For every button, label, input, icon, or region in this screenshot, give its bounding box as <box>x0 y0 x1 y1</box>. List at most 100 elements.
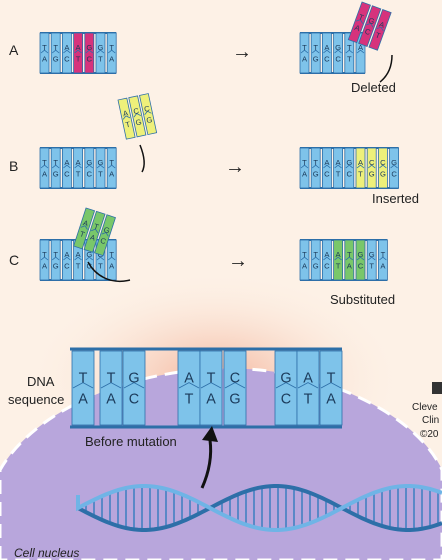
base-letter: A <box>78 391 88 407</box>
base-pair: AC <box>62 147 72 189</box>
base-letter: A <box>109 170 115 179</box>
base-letter: C <box>133 106 141 116</box>
base-letter: T <box>313 250 318 259</box>
base-letter: A <box>303 371 313 387</box>
base-letter: T <box>42 158 47 167</box>
base-letter: T <box>79 371 88 387</box>
base-pair: AC <box>321 32 332 74</box>
base-pair: AT <box>73 207 96 250</box>
base-pair: AT <box>368 9 392 51</box>
base-letter: A <box>82 218 90 228</box>
base-pair: TA <box>83 210 106 253</box>
base-letter: G <box>313 262 319 271</box>
base-pair: TG <box>50 147 61 189</box>
base-letter: T <box>313 43 318 52</box>
before-mutation-label: Before mutation <box>85 434 177 449</box>
arrow-a: → <box>232 41 252 63</box>
base-pair: TA <box>377 239 388 281</box>
base-letter: T <box>79 229 87 239</box>
base-pair: CG <box>223 350 247 426</box>
base-letter: C <box>324 262 330 271</box>
arrow-b: → <box>225 156 245 178</box>
base-pair: AC <box>62 32 72 74</box>
base-letter: T <box>347 43 352 52</box>
base-letter: T <box>357 12 365 22</box>
base-letter: G <box>102 225 110 235</box>
base-letter: A <box>336 250 342 259</box>
base-letter: G <box>313 170 319 179</box>
base-letter: A <box>42 170 48 179</box>
base-letter: A <box>302 170 308 179</box>
base-letter: C <box>281 391 291 407</box>
base-pair: AT <box>177 350 201 426</box>
base-pair: CG <box>139 93 158 136</box>
base-pair: TT <box>344 32 355 74</box>
base-letter: T <box>42 250 47 259</box>
base-letter: C <box>64 170 70 179</box>
base-letter: T <box>302 250 307 259</box>
base-letter: C <box>99 236 107 246</box>
base-letter: T <box>76 55 81 64</box>
base-pair: TA <box>299 147 310 189</box>
base-pair: TA <box>106 239 117 281</box>
base-letter: G <box>280 371 291 387</box>
base-pair: AC <box>321 147 332 189</box>
base-pair: CG <box>128 95 147 138</box>
row-label-a: A <box>9 42 19 58</box>
base-pair: TA <box>299 32 310 74</box>
logo-icon <box>432 382 442 394</box>
caption-deleted: Deleted <box>351 80 396 95</box>
base-pair: TG <box>310 32 321 74</box>
base-pair: TA <box>99 350 123 426</box>
base-letter: G <box>53 170 59 179</box>
base-pair: AT <box>117 97 136 140</box>
mutation-arrowhead <box>202 426 218 442</box>
base-pair: GC <box>94 214 116 257</box>
dna-strands: TATGACATGCGTTATATGACGCTTATAGCATTATGACATG… <box>39 1 400 429</box>
base-letter: T <box>302 43 307 52</box>
base-letter: T <box>53 250 58 259</box>
base-pair: GC <box>122 350 146 426</box>
base-letter: T <box>347 250 352 259</box>
base-pair: TA <box>39 239 50 281</box>
base-pair: TA <box>347 1 371 44</box>
base-letter: T <box>125 120 132 130</box>
base-letter: G <box>86 158 92 167</box>
base-pair: GC <box>274 350 298 426</box>
base-letter: T <box>53 158 58 167</box>
base-pair: AT <box>355 147 366 189</box>
base-pair: TA <box>299 239 310 281</box>
base-letter: A <box>302 55 308 64</box>
helix-strand <box>76 484 442 532</box>
base-letter: G <box>346 158 352 167</box>
base-pair: GC <box>389 147 400 189</box>
base-letter: C <box>64 262 70 271</box>
base-letter: T <box>98 170 103 179</box>
base-letter: C <box>143 104 151 114</box>
base-letter: G <box>128 371 139 387</box>
base-letter: G <box>86 250 92 259</box>
base-letter: C <box>335 55 341 64</box>
dna-helix <box>76 484 442 532</box>
base-pair: TA <box>344 239 355 281</box>
base-letter: T <box>336 170 341 179</box>
dna-label-line2: sequence <box>8 392 64 407</box>
base-letter: G <box>335 43 341 52</box>
base-letter: A <box>324 158 330 167</box>
base-letter: T <box>374 31 382 41</box>
base-letter: T <box>53 43 58 52</box>
base-letter: A <box>380 262 386 271</box>
base-letter: T <box>185 391 194 407</box>
base-letter: A <box>358 43 364 52</box>
curved-arrow <box>139 144 145 173</box>
curved-arrow <box>379 54 393 83</box>
base-letter: C <box>358 262 364 271</box>
base-letter: G <box>358 250 364 259</box>
base-letter: A <box>76 250 82 259</box>
row-label-b: B <box>9 158 18 174</box>
base-letter: A <box>336 158 342 167</box>
base-letter: T <box>207 371 216 387</box>
